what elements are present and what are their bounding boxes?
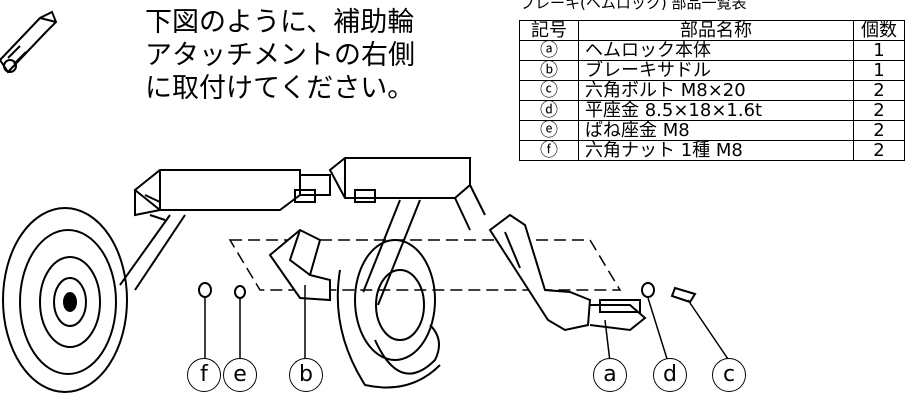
row-part-name: ブレーキサドル [578,60,854,81]
row-quantity: 2 [853,80,905,101]
row-quantity: 2 [853,120,905,141]
instruction-text: 下図のように、補助輪 アタッチメントの右側 に取付けてください。 [145,6,415,105]
instruction-line: 下図のように、補助輪 [145,7,415,38]
instruction-line: アタッチメントの右側 [145,40,415,71]
row-symbol: ⓐ [519,40,579,61]
callout-c: c [712,358,746,392]
row-part-name: 六角ボルト M8×20 [578,80,854,101]
left-wheel-illustration [2,207,128,393]
table-caption: ブレーキ(ヘムロック) 部品一覧表 [520,0,747,12]
row-quantity: 1 [853,40,905,61]
instruction-line: に取付けてください。 [145,73,415,104]
row-symbol: ⓒ [519,80,579,101]
row-quantity: 1 [853,60,905,81]
row-symbol: ⓑ [519,60,579,81]
callout-f: f [187,358,221,392]
table-row: ⓔ ばね座金 M8 2 [519,120,905,141]
row-symbol: ⓔ [519,120,579,141]
callout-d: d [653,358,687,392]
callout-e: e [223,358,257,392]
hemlock-body-illustration [488,213,647,332]
table-row: ⓕ 六角ナット 1種 M8 2 [519,140,905,161]
header-symbol: 記号 [519,20,579,41]
frame-illustration [119,157,486,306]
leader-lines [204,285,731,363]
table-header-row: 記号 部品名称 個数 [519,20,905,41]
row-part-name: 平座金 8.5×18×1.6t [578,100,854,121]
right-wheel-illustration [336,239,441,389]
assembly-plane [228,239,622,291]
parts-table: 記号 部品名称 個数 ⓐ ヘムロック本体 1 ⓑ ブレーキサドル 1 ⓒ 六角ボ… [519,20,905,161]
row-quantity: 2 [853,140,905,161]
table-row: ⓐ ヘムロック本体 1 [519,40,905,61]
row-part-name: 六角ナット 1種 M8 [578,140,854,161]
table-row: ⓒ 六角ボルト M8×20 2 [519,80,905,101]
table-row: ⓑ ブレーキサドル 1 [519,60,905,81]
row-symbol: ⓕ [519,140,579,161]
callout-b: b [289,358,323,392]
row-symbol: ⓓ [519,100,579,121]
row-part-name: ばね座金 M8 [578,120,854,141]
header-part-name: 部品名称 [578,20,854,41]
tool-icon [0,10,58,74]
row-quantity: 2 [853,100,905,121]
table-row: ⓓ 平座金 8.5×18×1.6t 2 [519,100,905,121]
row-part-name: ヘムロック本体 [578,40,854,61]
header-quantity: 個数 [853,20,905,41]
callout-a: a [593,358,627,392]
